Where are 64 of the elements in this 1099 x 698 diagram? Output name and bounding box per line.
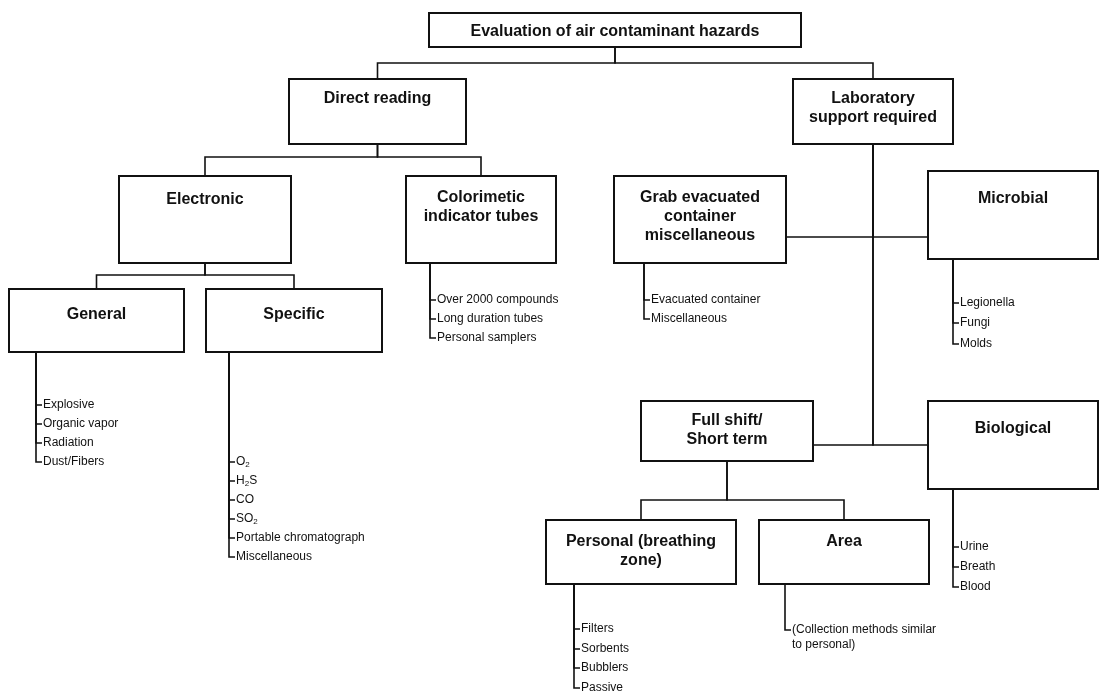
category-box — [792, 78, 954, 145]
list-item: Urine — [960, 539, 989, 554]
connector-line — [726, 461, 845, 520]
list-item: Miscellaneous — [236, 549, 313, 564]
box-title: Full shift/ Short term — [685, 410, 769, 448]
list-item: Portable chromatograph — [236, 530, 365, 545]
list-item: Legionella — [960, 295, 1015, 310]
list-item: Fungi — [960, 315, 991, 330]
box-title: Evaluation of air contaminant hazards — [470, 21, 760, 40]
connector-line — [784, 584, 792, 631]
box-title: General — [66, 304, 127, 323]
list-item: Miscellaneous — [651, 311, 728, 326]
box-title: Biological — [974, 418, 1052, 437]
list-item: Organic vapor — [43, 416, 119, 431]
connector-line — [872, 144, 928, 446]
list-item: CO — [236, 492, 254, 507]
list-item: Personal samplers — [437, 330, 537, 345]
connector-line — [376, 144, 482, 176]
category-box — [613, 175, 787, 264]
category-box — [640, 400, 814, 462]
box-title: Area — [826, 531, 862, 550]
connector-line — [952, 489, 960, 588]
connector-line — [952, 259, 960, 345]
box-title: Laboratory support required — [808, 88, 938, 126]
connector-line — [614, 47, 874, 79]
box-title: Direct reading — [323, 88, 432, 107]
list-item: Dust/Fibers — [43, 454, 105, 469]
category-box — [405, 175, 557, 264]
box-title: Electronic — [166, 189, 244, 208]
category-box — [758, 519, 930, 585]
category-box — [927, 400, 1099, 490]
category-box — [288, 78, 467, 145]
list-item: Filters — [581, 621, 614, 636]
connector-line — [204, 263, 295, 289]
box-title: Specific — [263, 304, 325, 323]
list-item: Sorbents — [581, 641, 630, 656]
category-box — [927, 170, 1099, 260]
list-item: Long duration tubes — [437, 311, 544, 326]
list-item: Molds — [960, 336, 992, 351]
category-box — [428, 12, 802, 48]
connector-line — [429, 263, 437, 339]
list-item: Over 2000 compounds — [437, 292, 559, 307]
box-title: Personal (breathing zone) — [564, 531, 718, 569]
list-item: Evacuated container — [651, 292, 761, 307]
category-box — [118, 175, 292, 264]
connector-line — [35, 352, 43, 463]
category-box — [545, 519, 737, 585]
list-item: Radiation — [43, 435, 94, 450]
connector-line — [573, 584, 581, 689]
list-item: SO$_{2}$ — [236, 511, 258, 526]
list-item: O$_{2}$ — [236, 454, 250, 469]
box-title: Microbial — [977, 188, 1049, 207]
list-item: Blood — [960, 579, 991, 594]
category-box — [205, 288, 383, 353]
list-item: Bubblers — [581, 660, 629, 675]
list-item: H$_{2}$S — [236, 473, 258, 488]
box-title: Colorimetic indicator tubes — [422, 187, 540, 225]
list-item: (Collection methods similar to personal) — [792, 622, 942, 652]
box-title: Grab evacuated container miscellaneous — [638, 187, 762, 244]
connector-line — [643, 263, 651, 320]
list-item: Passive — [581, 680, 624, 695]
list-item: Explosive — [43, 397, 95, 412]
category-box — [8, 288, 185, 353]
list-item: Breath — [960, 559, 996, 574]
